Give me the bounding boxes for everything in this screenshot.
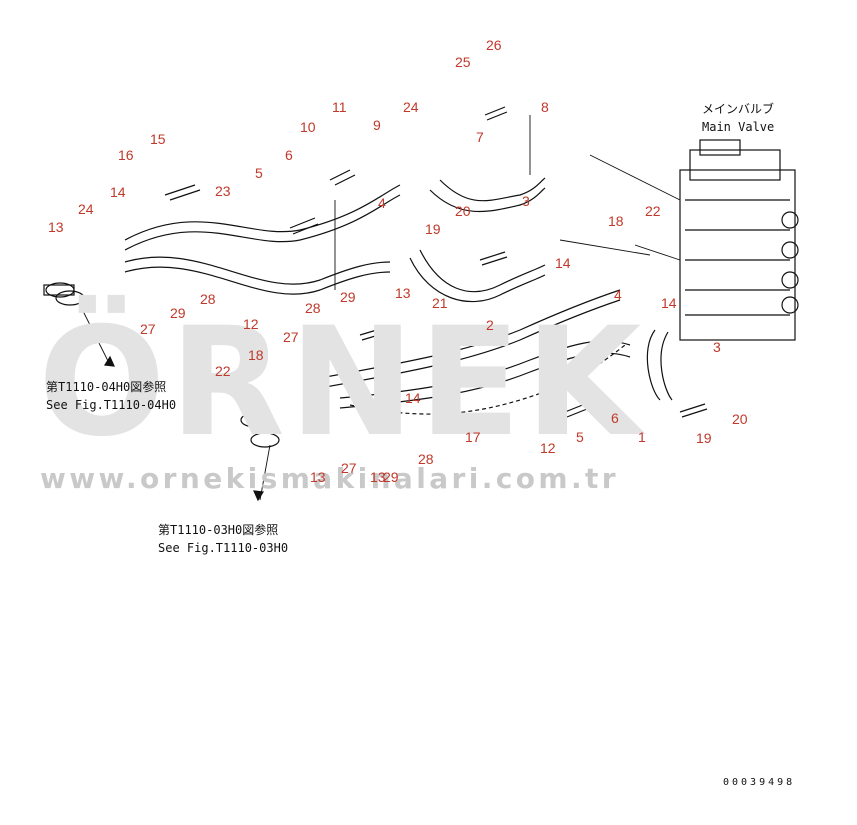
callout-number: 7 (476, 129, 484, 145)
callout-number: 18 (248, 347, 264, 363)
callout-number: 18 (608, 213, 624, 229)
diagram-drawing (43, 106, 799, 502)
callout-number: 13 (370, 469, 386, 485)
callout-number: 14 (661, 295, 677, 311)
callout-number: 19 (425, 221, 441, 237)
reference-top-jp: 第T1110-04H0図参照 (46, 380, 167, 394)
callout-number: 28 (305, 300, 321, 316)
callout-number: 11 (332, 99, 347, 115)
callout-number: 22 (215, 363, 231, 379)
callout-number: 3 (713, 339, 721, 355)
reference-top-en: See Fig.T1110-04H0 (46, 398, 177, 412)
callout-number: 14 (110, 184, 126, 200)
main-valve-label-jp: メインバルブ (702, 102, 775, 116)
callout-number: 15 (150, 131, 166, 147)
reference-bottom-jp: 第T1110-03H0図参照 (158, 523, 279, 537)
watermark-brand: ÖRNEK (38, 296, 646, 470)
callout-number: 27 (140, 321, 156, 337)
callout-number: 29 (383, 469, 399, 485)
callout-number: 1 (638, 429, 646, 445)
callout-number: 16 (118, 147, 134, 163)
callout-number: 25 (455, 54, 471, 70)
watermark-website: www.ornekismakinalari.com.tr (40, 462, 619, 495)
callout-number: 23 (215, 183, 231, 199)
callout-number: 10 (300, 119, 316, 135)
callout-number: 5 (255, 165, 263, 181)
callout-number: 4 (614, 287, 622, 303)
callout-number: 12 (243, 316, 259, 332)
callout-number: 6 (285, 147, 293, 163)
callout-number: 24 (78, 201, 94, 217)
callout-number: 24 (403, 99, 419, 115)
callout-number: 14 (555, 255, 571, 271)
callout-number: 29 (340, 289, 356, 305)
callout-number: 20 (732, 411, 748, 427)
callout-number: 22 (645, 203, 661, 219)
callout-number: 17 (465, 429, 481, 445)
reference-bottom-en: See Fig.T1110-03H0 (158, 541, 289, 555)
callout-number: 9 (373, 117, 381, 133)
document-number: 00039498 (723, 777, 796, 788)
callout-number: 27 (283, 329, 299, 345)
callout-number: 20 (455, 203, 471, 219)
callout-number: 26 (486, 37, 502, 53)
callout-number: 19 (696, 430, 712, 446)
callout-number: 28 (418, 451, 434, 467)
callout-number: 13 (310, 469, 326, 485)
callout-number: 2 (486, 317, 494, 333)
callout-number: 3 (522, 193, 530, 209)
callout-number: 29 (170, 305, 186, 321)
callout-number: 13 (395, 285, 411, 301)
callout-number: 28 (200, 291, 216, 307)
callout-number: 14 (405, 390, 421, 406)
main-valve-label-en: Main Valve (702, 120, 775, 134)
callout-number: 8 (541, 99, 549, 115)
callout-number: 12 (540, 440, 556, 456)
callout-number: 6 (611, 410, 619, 426)
callout-number: 13 (48, 219, 64, 235)
callout-number: 27 (341, 460, 357, 476)
callout-number: 5 (576, 429, 584, 445)
callout-number: 4 (378, 195, 386, 211)
callout-number: 21 (432, 295, 448, 311)
